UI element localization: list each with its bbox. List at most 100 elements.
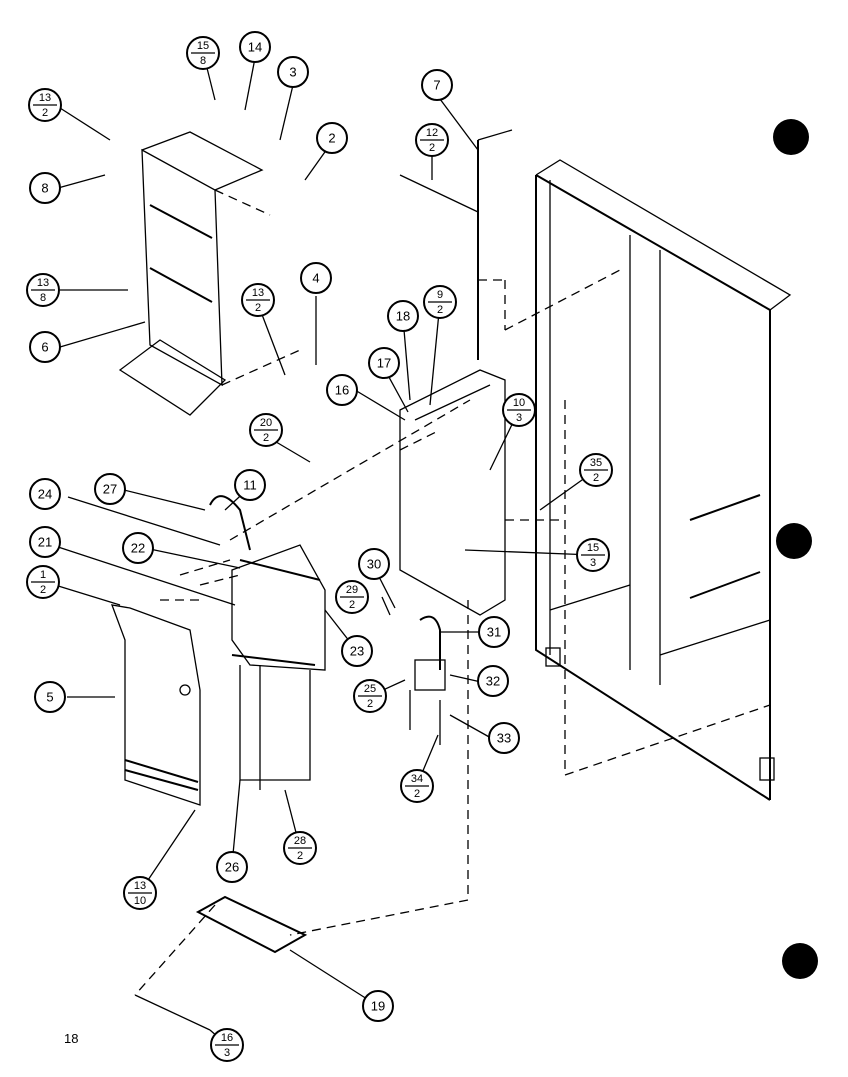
callout-c7: 7	[421, 69, 453, 101]
callout-c35-den: 2	[593, 472, 599, 484]
callout-c32-num: 32	[486, 673, 500, 688]
callout-c27: 27	[94, 473, 126, 505]
callout-c1-den: 2	[40, 584, 46, 596]
callout-c25-den: 2	[367, 698, 373, 710]
callout-c1: 1 2	[26, 565, 60, 599]
callout-c22: 22	[122, 532, 154, 564]
callout-c8-num: 8	[41, 180, 48, 195]
callout-c2: 2	[316, 122, 348, 154]
callout-c6-num: 6	[41, 339, 48, 354]
callout-c28: 28 2	[283, 831, 317, 865]
callout-c33-num: 33	[497, 730, 511, 745]
callout-c9: 9 2	[423, 285, 457, 319]
callout-c21-num: 21	[38, 534, 52, 549]
callout-c22-num: 22	[131, 540, 145, 555]
callout-c13a-num: 13	[39, 92, 51, 104]
evaporator-shroud	[229, 369, 771, 776]
callout-c16a: 16	[326, 374, 358, 406]
callout-c13a: 13 2	[28, 88, 62, 122]
callout-c34-num: 34	[411, 773, 423, 785]
callout-c14: 14	[239, 31, 271, 63]
callout-c13c-den: 2	[255, 302, 261, 314]
callout-c19-num: 19	[371, 998, 385, 1013]
callout-c10-num: 10	[513, 397, 525, 409]
callout-c25: 25 2	[353, 679, 387, 713]
callout-c35: 35 2	[579, 453, 613, 487]
callout-c20-den: 2	[263, 432, 269, 444]
evaporator-coil	[209, 495, 326, 790]
callout-c13b-num: 13	[37, 277, 49, 289]
refrigerator-cabinet	[535, 159, 792, 801]
callout-c13d: 13 10	[123, 876, 157, 910]
callout-c26-num: 26	[225, 859, 239, 874]
callout-c27-num: 27	[103, 481, 117, 496]
callout-c4: 4	[300, 262, 332, 294]
callout-c1-num: 1	[40, 569, 46, 581]
callout-c9-den: 2	[437, 304, 443, 316]
callout-c18: 18	[387, 300, 419, 332]
callout-c12: 12 2	[415, 123, 449, 157]
callout-c5: 5	[34, 681, 66, 713]
callout-c12-den: 2	[429, 142, 435, 154]
callout-c17-num: 17	[377, 355, 391, 370]
callout-c20: 20 2	[249, 413, 283, 447]
callout-c32: 32	[477, 665, 509, 697]
callout-c13a-den: 2	[42, 107, 48, 119]
callout-c9-num: 9	[437, 289, 443, 301]
callout-c29-num: 29	[346, 584, 358, 596]
callout-c10-den: 3	[516, 412, 522, 424]
callout-c13d-den: 10	[134, 895, 146, 907]
callout-c16b-den: 3	[224, 1047, 230, 1059]
callout-c13b: 13 8	[26, 273, 60, 307]
callout-c7-num: 7	[433, 77, 440, 92]
callout-c20-num: 20	[260, 417, 272, 429]
callout-c13c: 13 2	[241, 283, 275, 317]
callout-c15a: 15 8	[186, 36, 220, 70]
callout-c14-num: 14	[248, 39, 262, 54]
callout-c13b-den: 8	[40, 292, 46, 304]
callout-c28-den: 2	[297, 850, 303, 862]
callout-c18-num: 18	[396, 308, 410, 323]
callout-c26: 26	[216, 851, 248, 883]
drip-tray	[134, 895, 308, 1031]
callout-c24: 24	[29, 478, 61, 510]
callout-c19: 19	[362, 990, 394, 1022]
callout-c31-num: 31	[487, 624, 501, 639]
callout-c30-num: 30	[367, 556, 381, 571]
callout-c15b-den: 3	[590, 557, 596, 569]
callout-c2-num: 2	[328, 130, 335, 145]
callout-c34: 34 2	[400, 769, 434, 803]
callout-c31: 31	[478, 616, 510, 648]
callout-c24-num: 24	[38, 486, 52, 501]
callout-c15a-num: 15	[197, 40, 209, 52]
leader-lines	[51, 57, 597, 1046]
callout-c15b: 15 3	[576, 538, 610, 572]
callout-c16b: 16 3	[210, 1028, 244, 1062]
callout-c12-num: 12	[426, 127, 438, 139]
evaporator-cover-panel	[110, 604, 201, 806]
callout-c16b-num: 16	[221, 1032, 233, 1044]
callout-c6: 6	[29, 331, 61, 363]
callout-c11: 11	[234, 469, 266, 501]
callout-c28-num: 28	[294, 835, 306, 847]
callout-c13d-num: 13	[134, 880, 146, 892]
callout-c15a-den: 8	[200, 55, 206, 67]
registration-marks	[773, 119, 818, 979]
callout-c4-num: 4	[312, 270, 319, 285]
callout-c30: 30	[358, 548, 390, 580]
callout-c16a-num: 16	[335, 382, 349, 397]
callout-c15b-num: 15	[587, 542, 599, 554]
page-number: 18	[64, 1031, 79, 1046]
callout-c5-num: 5	[46, 689, 53, 704]
callout-c23-num: 23	[350, 643, 364, 658]
callout-c3: 3	[277, 56, 309, 88]
callout-c17: 17	[368, 347, 400, 379]
callout-c29-den: 2	[349, 599, 355, 611]
callout-c25-num: 25	[364, 683, 376, 695]
drain-tube-assembly	[399, 129, 621, 360]
callout-c3-num: 3	[289, 64, 296, 79]
callout-c11-num: 11	[243, 477, 257, 492]
callout-c13c-num: 13	[252, 287, 264, 299]
callout-c21: 21	[29, 526, 61, 558]
